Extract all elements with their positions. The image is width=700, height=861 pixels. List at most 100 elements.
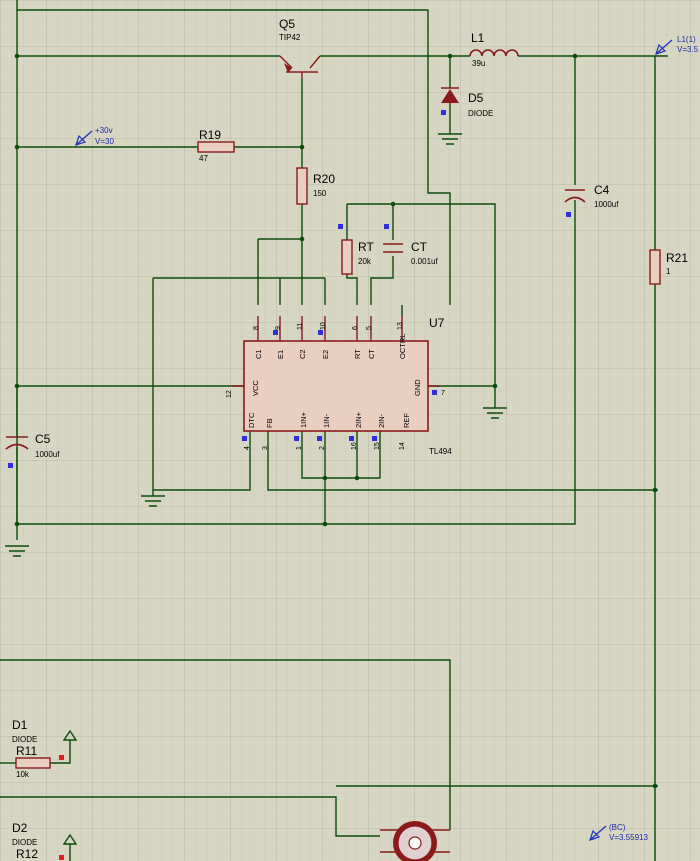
u7-pin-name: 1IN+ — [299, 411, 308, 428]
u7-pin-number: 2 — [319, 446, 326, 450]
resistor-r20[interactable]: R20 150 — [296, 167, 335, 205]
pin-marker — [317, 436, 322, 441]
ct-value: 0.001uf — [411, 257, 438, 266]
u7-pin-number: 6 — [352, 326, 359, 330]
q5-ref: Q5 — [279, 17, 295, 31]
r21-ref: R21 — [666, 251, 688, 265]
rt-ref: RT — [358, 240, 374, 254]
d5-value: DIODE — [468, 109, 493, 118]
diode-d5[interactable]: D5 DIODE — [441, 87, 493, 118]
inductor-l1[interactable]: L1 39u — [469, 31, 519, 68]
d1-ref: D1 — [12, 718, 28, 732]
probe-30v-value: V=30 — [95, 137, 114, 146]
u7-pin-name: 2IN- — [377, 413, 386, 428]
diode-d1[interactable]: D1 DIODE — [12, 718, 37, 744]
probe-arrow-icon — [655, 43, 667, 55]
rt-value: 20k — [358, 257, 372, 266]
terminal-up-arrow-icon — [62, 833, 78, 861]
ic-u7-tl494[interactable]: U7 TL494 8C19E111C210E26RT5CT13OCTRL4DTC… — [226, 316, 452, 456]
l1-ref: L1 — [471, 31, 485, 45]
probe-arrow-icon — [589, 829, 601, 841]
l1-value: 39u — [472, 59, 485, 68]
r19-ref: R19 — [199, 128, 221, 142]
d2-value: DIODE — [12, 838, 37, 847]
d5-ref: D5 — [468, 91, 484, 105]
pin-marker — [349, 436, 354, 441]
capacitor-ct[interactable]: CT 0.001uf — [383, 224, 438, 266]
r21-value: 1 — [666, 267, 671, 276]
u7-pin-name: VCC — [251, 380, 260, 396]
resistor-rt[interactable]: RT 20k — [338, 224, 374, 275]
q5-value: TIP42 — [279, 33, 301, 42]
logic-marker — [59, 755, 64, 760]
u7-pin-name: E1 — [276, 350, 285, 359]
u7-pin-number: 12 — [226, 390, 233, 398]
u7-pin-number: 8 — [253, 326, 260, 330]
probe-bc-name: (BC) — [609, 823, 626, 832]
capacitor-c4[interactable]: C4 1000uf — [564, 183, 619, 217]
diode-d2[interactable]: D2 DIODE — [12, 821, 37, 847]
c4-ref: C4 — [594, 183, 610, 197]
u7-pins: 8C19E111C210E26RT5CT13OCTRL4DTC3FB11IN+2… — [226, 322, 445, 450]
probe-l1-name: L1(1) — [677, 35, 696, 44]
wires[interactable] — [0, 0, 668, 861]
pin-marker — [294, 436, 299, 441]
c4-value: 1000uf — [594, 200, 619, 209]
u7-pin-name: 2IN+ — [354, 411, 363, 428]
transistor-q5[interactable]: Q5 TIP42 — [279, 17, 321, 78]
u7-pin-number: 13 — [397, 322, 404, 330]
u7-pin-name: C1 — [254, 349, 263, 359]
pin-marker — [273, 330, 278, 335]
pin-marker — [8, 463, 13, 468]
voltage-probe-30v[interactable]: +30v V=30 — [75, 126, 114, 146]
pin-marker — [441, 110, 446, 115]
ct-ref: CT — [411, 240, 428, 254]
u7-pin-name: GND — [413, 379, 422, 396]
pin-marker — [318, 330, 323, 335]
capacitor-c5[interactable]: C5 1000uf — [5, 430, 60, 468]
u7-pin-number: 3 — [262, 446, 269, 450]
ground-d5 — [438, 128, 462, 145]
voltage-probe-l1[interactable]: L1(1) V=3.5 — [655, 35, 699, 55]
r11-value: 10k — [16, 770, 30, 779]
terminal-up-arrow-icon — [62, 729, 78, 741]
pin-marker — [566, 212, 571, 217]
u7-pin-number: 7 — [441, 390, 445, 397]
pin-marker — [384, 224, 389, 229]
u7-pin-number: 1 — [296, 446, 303, 450]
r20-ref: R20 — [313, 172, 335, 186]
r19-value: 47 — [199, 154, 208, 163]
resistor-r19[interactable]: R19 47 — [197, 128, 235, 163]
resistor-r12[interactable]: R12 — [16, 847, 64, 861]
c5-ref: C5 — [35, 432, 51, 446]
u7-ref: U7 — [429, 316, 445, 330]
u7-pin-name: REF — [402, 413, 411, 428]
r20-value: 150 — [313, 189, 327, 198]
ground-left — [141, 490, 165, 507]
u7-value: TL494 — [429, 447, 452, 456]
resistor-r21[interactable]: R21 1 — [649, 249, 688, 285]
pin-marker — [338, 224, 343, 229]
u7-pin-name: 1IN- — [322, 413, 331, 428]
r12-ref: R12 — [16, 847, 38, 861]
emitter-arrow-icon — [284, 63, 292, 73]
resistor-r11[interactable]: R11 10k — [15, 744, 64, 779]
probe-l1-value: V=3.5 — [677, 45, 699, 54]
u7-pin-name: RT — [353, 349, 362, 359]
junction-dots — [14, 53, 658, 789]
voltage-probe-bc[interactable]: (BC) V=3.55913 — [589, 823, 648, 842]
u7-pin-name: OCTRL — [398, 334, 407, 359]
ground-u7 — [483, 407, 507, 419]
pin-marker — [242, 436, 247, 441]
u7-pin-name: DTC — [247, 412, 256, 428]
r11-ref: R11 — [16, 744, 37, 758]
u7-pin-number: 16 — [351, 442, 358, 450]
logic-marker — [59, 855, 64, 860]
pin-marker — [432, 390, 437, 395]
motor[interactable] — [380, 821, 450, 861]
probe-bc-value: V=3.55913 — [609, 833, 648, 842]
probe-arrow-icon — [75, 134, 87, 146]
u7-pin-name: CT — [367, 349, 376, 359]
u7-pin-number: 10 — [320, 322, 327, 330]
